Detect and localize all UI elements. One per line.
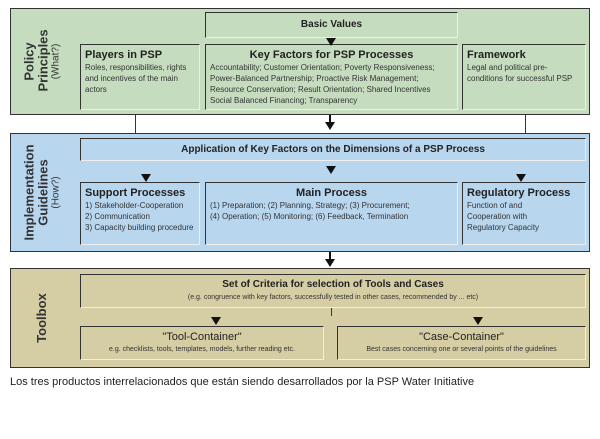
arrow-down-icon (473, 317, 483, 325)
box-title: Support Processes (85, 187, 186, 199)
support-processes-box: Support Processes 1) Stakeholder-Coopera… (80, 182, 200, 245)
section-label: Policy Principles (21, 29, 51, 92)
box-line: (4) Operation; (5) Monitoring; (6) Feedb… (210, 212, 409, 221)
application-box: Application of Key Factors on the Dimens… (80, 138, 586, 161)
policy-principles-section: Policy Principles(What?) Basic Values Pl… (10, 8, 590, 115)
box-title: Key Factors for PSP Processes (249, 49, 414, 61)
caption: Los tres productos interrelacionados que… (10, 376, 475, 388)
arrow-down-icon (326, 38, 336, 46)
tool-container-box: "Tool-Container" e.g. checklists, tools,… (80, 326, 324, 360)
box-title: Set of Criteria for selection of Tools a… (222, 279, 444, 290)
arrow-down-icon (325, 259, 335, 267)
key-factors-box: Key Factors for PSP Processes Accountabi… (205, 44, 458, 110)
basic-values-box: Basic Values (205, 12, 458, 38)
box-title: Basic Values (300, 19, 363, 30)
section-label: Implementation Guidelines (21, 144, 51, 241)
box-text: Best cases concerning one or several poi… (366, 346, 557, 353)
box-line: Accountability; Customer Orientation; Po… (210, 63, 435, 72)
arrow-down-icon (516, 174, 526, 182)
toolbox-section: Toolbox Set of Criteria for selection of… (10, 268, 590, 368)
box-line: Social Balanced Financing; Transparency (210, 96, 358, 105)
box-title: Framework (467, 49, 526, 61)
box-line: (1) Preparation; (2) Planning, Strategy;… (210, 201, 410, 210)
framework-box: Framework Legal and political pre-condit… (462, 44, 586, 110)
connector-line (525, 115, 526, 133)
arrow-stem (329, 252, 331, 260)
box-line: 3) Capacity building procedure (85, 223, 194, 232)
section-label: Toolbox (34, 293, 49, 343)
arrow-down-icon (141, 174, 151, 182)
box-title: Regulatory Process (467, 187, 571, 199)
box-line: 1) Stakeholder-Cooperation (85, 201, 184, 210)
box-text: Function of and Cooperation with Regulat… (467, 201, 540, 232)
main-process-box: Main Process (1) Preparation; (2) Planni… (205, 182, 458, 245)
box-title: "Case-Container" (419, 331, 504, 343)
regulatory-process-box: Regulatory Process Function of and Coope… (462, 182, 586, 245)
section-sublabel: (How?) (50, 176, 62, 209)
box-title: "Tool-Container" (162, 331, 242, 343)
arrow-stem (329, 115, 331, 123)
connector-line (331, 308, 332, 316)
arrow-down-icon (211, 317, 221, 325)
section-sublabel: (What?) (50, 43, 62, 80)
box-line: 2) Communication (85, 212, 150, 221)
box-line: Power-Balanced Partnership; Proactive Ri… (210, 74, 419, 83)
box-title: Main Process (296, 187, 367, 199)
case-container-box: "Case-Container" Best cases concerning o… (337, 326, 586, 360)
criteria-box: Set of Criteria for selection of Tools a… (80, 274, 586, 308)
box-title: Players in PSP (85, 49, 163, 61)
connector-line (135, 115, 136, 133)
arrow-down-icon (325, 122, 335, 130)
arrow-down-icon (326, 166, 336, 174)
box-text: e.g. checklists, tools, templates, model… (109, 346, 295, 353)
box-line: Resource Conservation; Result Orientatio… (210, 85, 431, 94)
box-text: Legal and political pre-conditions for s… (467, 63, 573, 83)
box-text: (e.g. congruence with key factors, succe… (187, 294, 479, 301)
players-box: Players in PSP Roles, responsibilities, … (80, 44, 200, 110)
box-title: Application of Key Factors on the Dimens… (181, 144, 485, 155)
implementation-guidelines-section: Implementation Guidelines(How?) Applicat… (10, 133, 590, 252)
box-text: Roles, responsibilities, rights and ince… (85, 63, 187, 94)
